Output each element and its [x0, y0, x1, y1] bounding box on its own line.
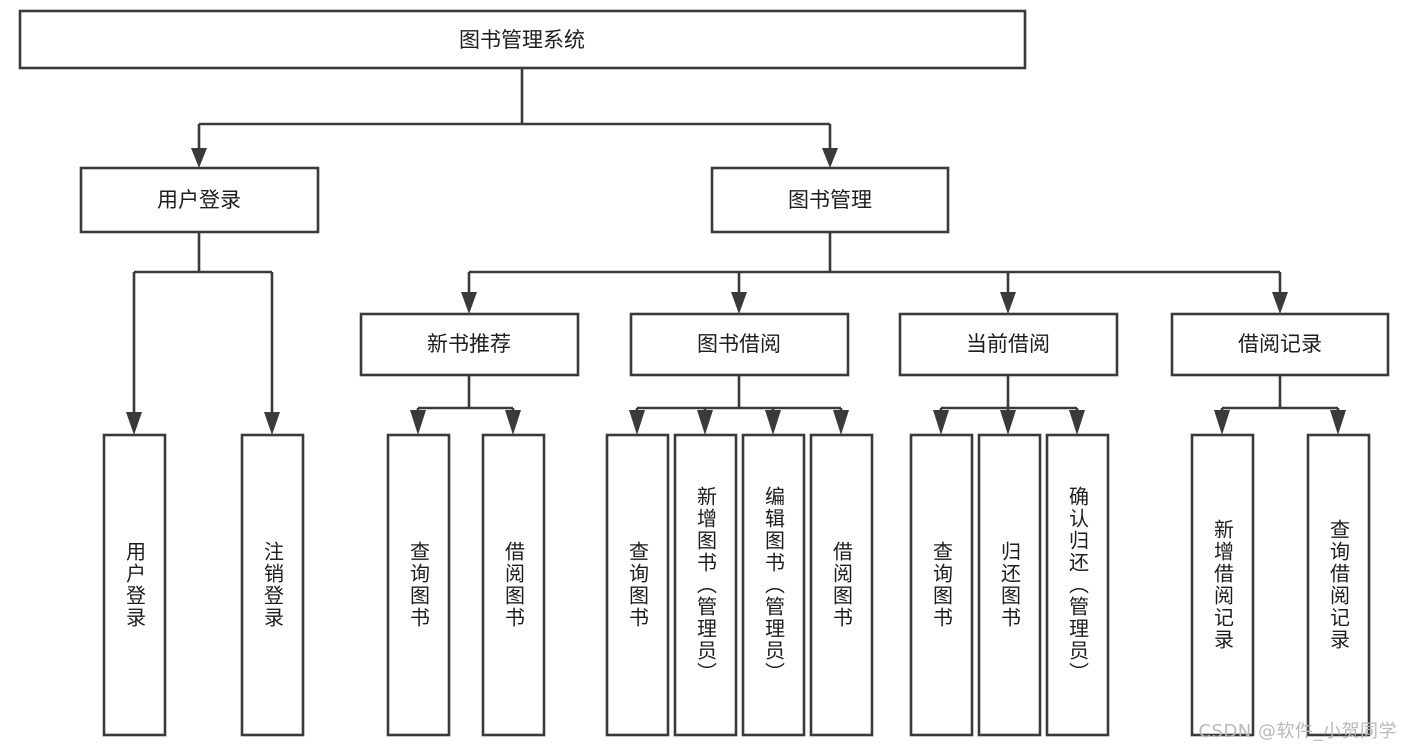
node-borrow-record-label: 借阅记录 — [1238, 332, 1322, 356]
node-new-book-recommend-label: 新书推荐 — [427, 332, 511, 356]
arrow-head-user-login — [191, 148, 207, 168]
arrow-head-leaf-edit-book — [765, 410, 781, 435]
node-leaf-add-book-box[interactable] — [673, 433, 738, 737]
arrow-head-leaf-add-record — [1214, 410, 1230, 435]
node-root-box[interactable] — [18, 9, 1027, 70]
node-leaf-logout-box[interactable] — [240, 433, 305, 737]
node-leaf-add-record-box[interactable] — [1190, 433, 1255, 737]
node-book-borrow-box[interactable] — [629, 312, 850, 377]
arrow-head-current-borrow — [1000, 292, 1016, 314]
node-leaf-query-record-box[interactable] — [1306, 433, 1371, 737]
node-leaf-borrow-book-1-box[interactable] — [481, 433, 546, 737]
arrow-head-leaf-return-book — [1000, 410, 1016, 435]
arrow-head-book-manage — [822, 148, 838, 168]
arrow-head-leaf-borrow-book-1 — [505, 410, 521, 435]
node-current-borrow-label: 当前借阅 — [966, 332, 1050, 356]
node-borrow-record[interactable]: 借阅记录 — [1170, 312, 1390, 377]
node-book-manage-box[interactable] — [710, 166, 950, 234]
node-borrow-record-box[interactable] — [1170, 312, 1390, 377]
arrow-head-leaf-user-login — [126, 412, 142, 435]
node-leaf-user-login-box[interactable] — [102, 433, 167, 737]
node-current-borrow-box[interactable] — [898, 312, 1119, 377]
arrow-head-book-borrow — [731, 292, 747, 314]
arrow-head-leaf-query-book-1 — [410, 410, 426, 435]
node-root-label: 图书管理系统 — [459, 28, 585, 52]
node-book-manage-label: 图书管理 — [788, 188, 872, 212]
csdn-watermark: CSDN @软件_小贺同学 — [1198, 721, 1397, 742]
node-new-book-recommend-box[interactable] — [359, 312, 580, 377]
arrow-head-leaf-query-record — [1330, 410, 1346, 435]
connectors-group — [126, 68, 1346, 435]
node-leaf-return-book-box[interactable] — [977, 433, 1042, 737]
node-user-login[interactable]: 用户登录 — [79, 166, 320, 234]
arrow-head-leaf-add-book — [697, 410, 713, 435]
node-user-login-label: 用户登录 — [157, 188, 241, 212]
arrow-head-leaf-query-book-3 — [933, 410, 949, 435]
node-root[interactable]: 图书管理系统 — [18, 9, 1027, 70]
arrow-head-leaf-confirm-return — [1069, 410, 1085, 435]
node-book-borrow[interactable]: 图书借阅 — [629, 312, 850, 377]
node-leaf-query-book-3-box[interactable] — [909, 433, 974, 737]
arrow-head-borrow-record — [1272, 292, 1288, 314]
node-book-manage[interactable]: 图书管理 — [710, 166, 950, 234]
node-leaf-edit-book-box[interactable] — [741, 433, 806, 737]
node-leaf-confirm-return-box[interactable] — [1045, 433, 1110, 737]
node-book-borrow-label: 图书借阅 — [697, 332, 781, 356]
node-new-book-recommend[interactable]: 新书推荐 — [359, 312, 580, 377]
arrow-head-leaf-query-book-2 — [629, 410, 645, 435]
node-current-borrow[interactable]: 当前借阅 — [898, 312, 1119, 377]
node-leaf-borrow-book-2-box[interactable] — [809, 433, 874, 737]
node-leaf-query-book-2-box[interactable] — [605, 433, 670, 737]
node-leaf-query-book-1-box[interactable] — [386, 433, 451, 737]
node-user-login-box[interactable] — [79, 166, 320, 234]
arrow-head-new-book-recommend — [461, 292, 477, 314]
arrow-head-leaf-borrow-book-2 — [833, 410, 849, 435]
arrow-head-leaf-logout — [264, 412, 280, 435]
